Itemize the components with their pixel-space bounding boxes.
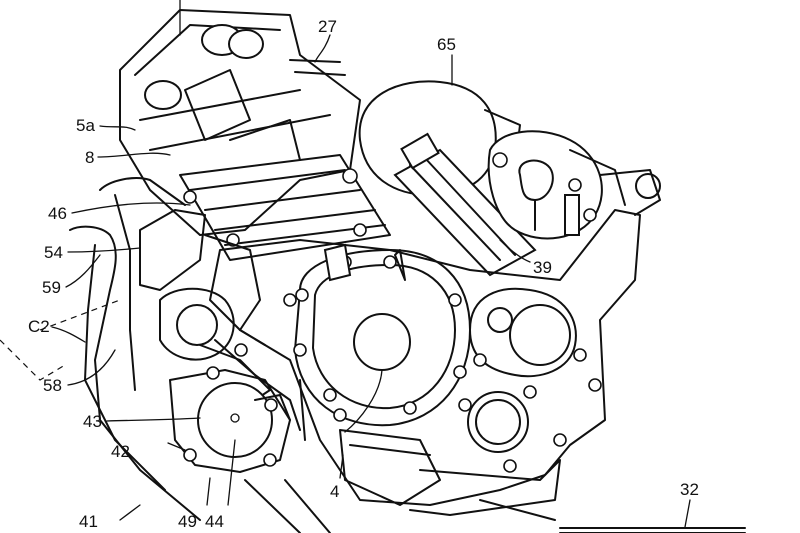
crankcase [209,209,641,506]
device-39 [393,130,661,277]
reference-numerals: 27 65 5a 8 46 54 59 C2 58 43 42 41 49 44… [28,17,699,531]
leader-lines [51,0,691,528]
label-42: 42 [111,442,130,461]
label-46: 46 [48,204,67,223]
label-58: 58 [43,376,62,395]
label-54: 54 [44,243,63,262]
cylinder-head [119,9,361,236]
label-59: 59 [42,278,61,297]
label-49: 49 [178,512,197,531]
label-27: 27 [318,17,337,36]
frame-lines [0,299,746,533]
cylinder-block [179,154,391,261]
exhaust-pipes [69,177,301,521]
label-43: 43 [83,412,102,431]
label-44: 44 [205,512,224,531]
label-41: 41 [79,512,98,531]
label-4: 4 [330,482,339,501]
label-C2: C2 [28,317,50,336]
gear-housings [458,287,602,473]
oil-pan [339,429,561,521]
pump-assembly [169,366,306,473]
label-8: 8 [85,148,94,167]
label-39: 39 [533,258,552,277]
label-32: 32 [680,480,699,499]
label-5a: 5a [76,116,95,135]
label-65: 65 [437,35,456,54]
